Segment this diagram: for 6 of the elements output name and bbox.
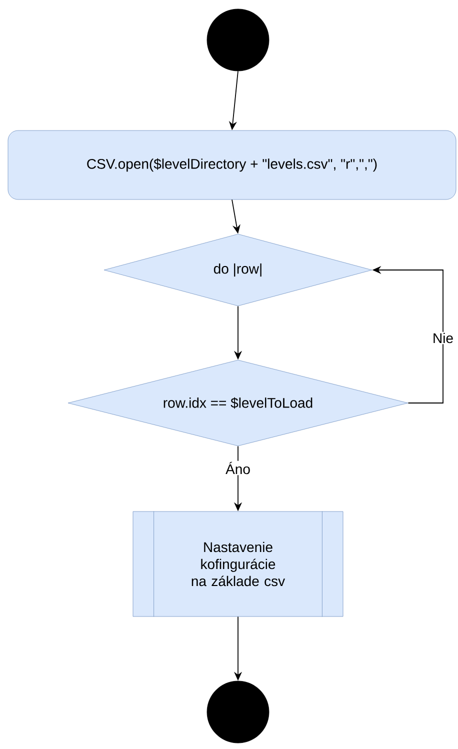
circle-node [206, 8, 270, 72]
circle-node [206, 680, 270, 744]
process-box: CSV.open($levelDirectory + "levels.csv", "r",",") [8, 130, 456, 200]
edge-label: Áno [224, 460, 252, 476]
edge-label: Nie [432, 332, 454, 344]
subprocess-box: Nastavenie kofingurácie na základe csv [132, 511, 344, 617]
